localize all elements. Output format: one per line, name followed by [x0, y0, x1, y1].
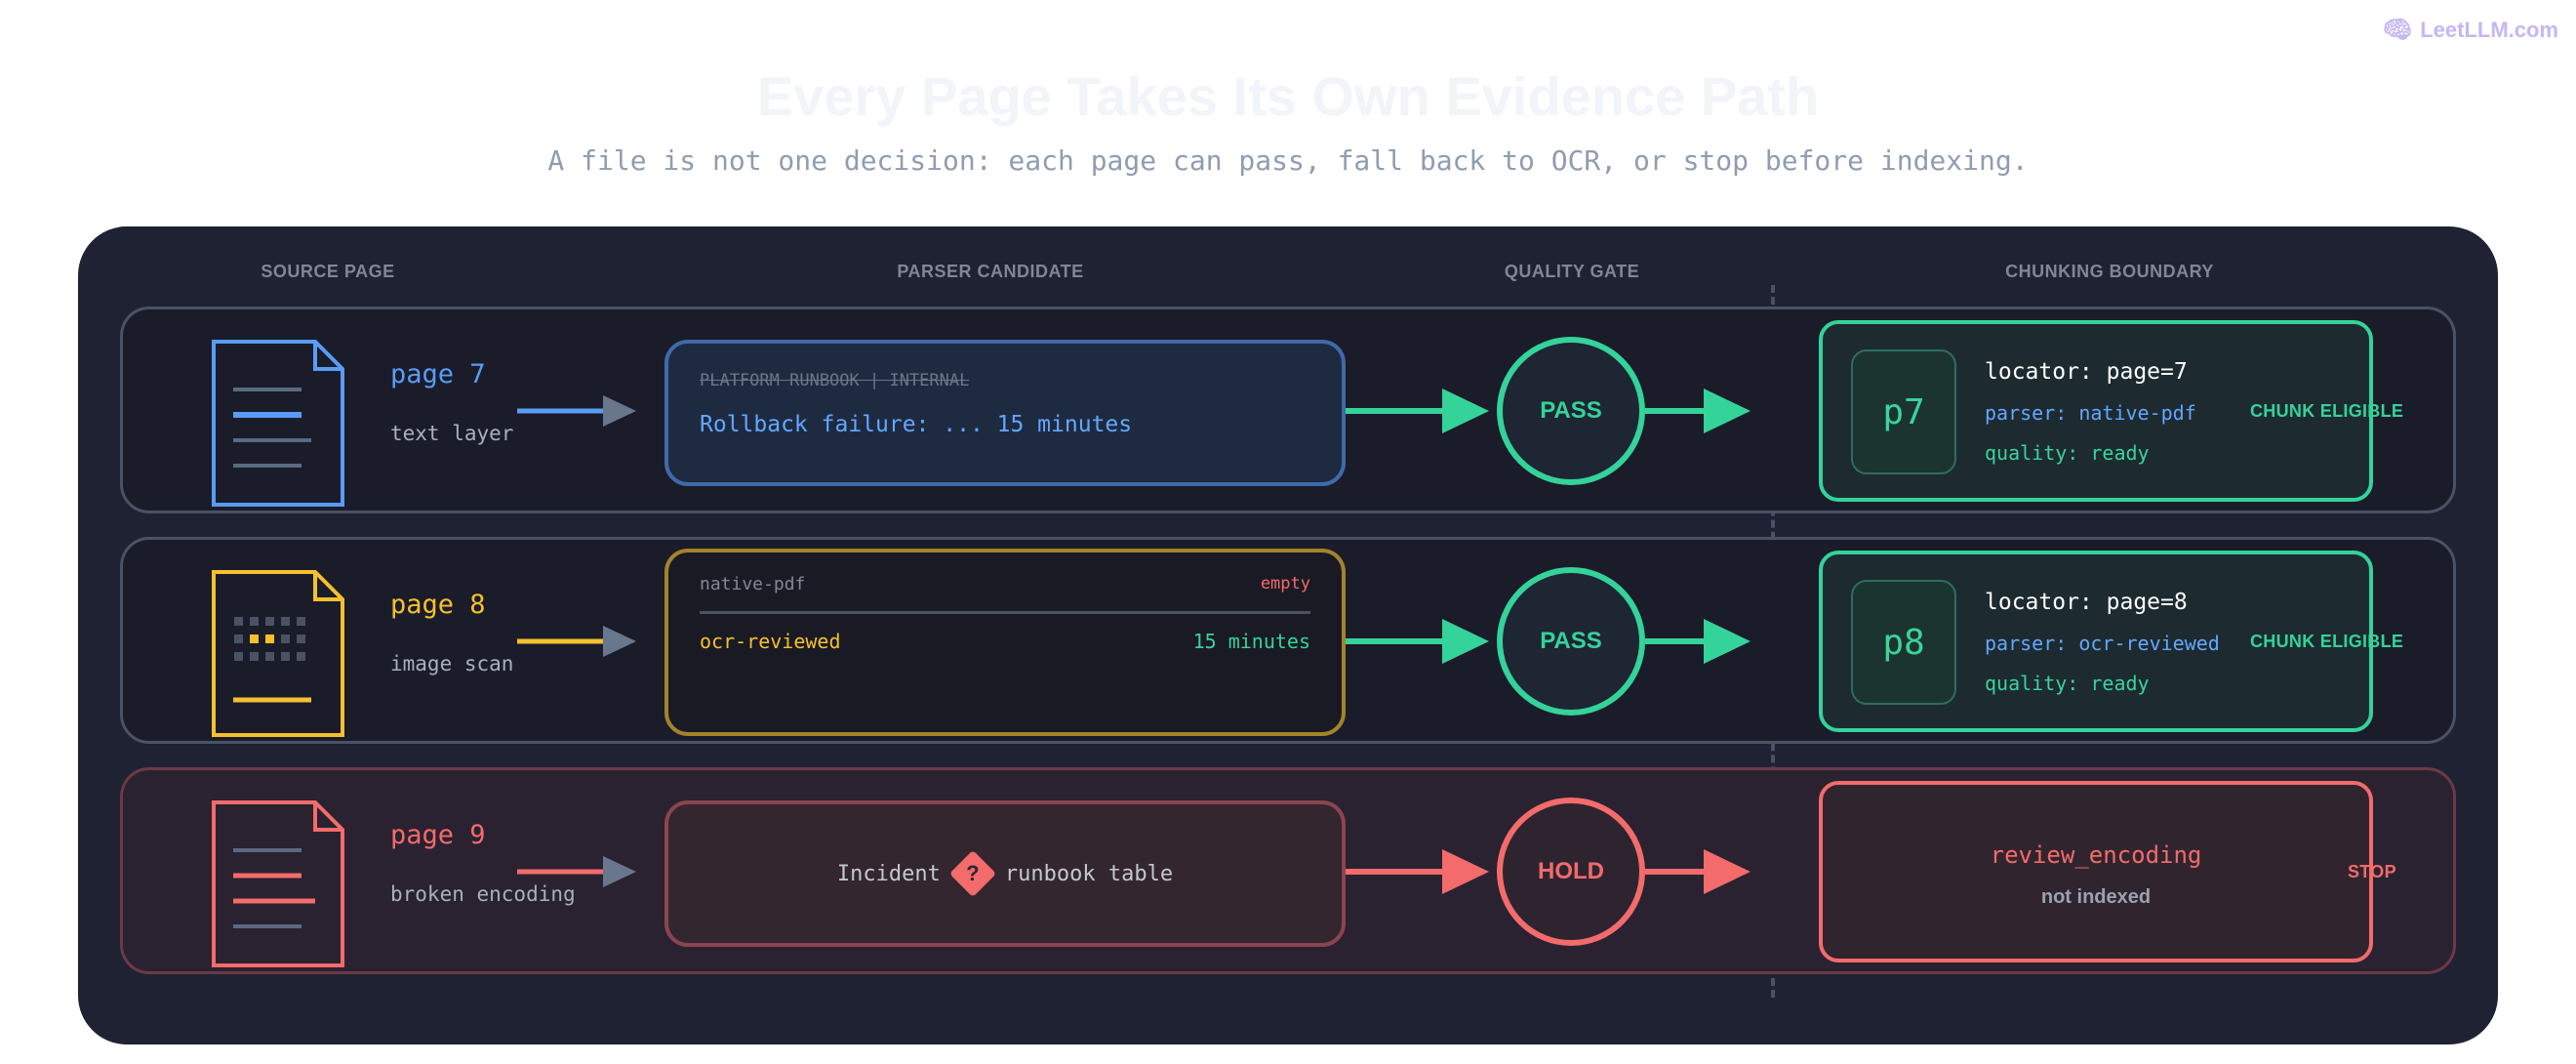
review-encoding-label: review_encoding [1990, 841, 2202, 869]
chunk-parser: parser: ocr-reviewed [1985, 632, 2220, 655]
page-layer: text layer [390, 422, 514, 445]
chunk-quality: quality: ready [1985, 672, 2150, 695]
parser-candidate-card: Incident ? runbook table [664, 800, 1346, 947]
chunk-quality: quality: ready [1985, 441, 2150, 465]
parser-candidate-card: PLATFORM RUNBOOK | INTERNAL Rollback fai… [664, 340, 1346, 486]
gate-arrow [1346, 389, 1489, 433]
not-indexed-label: not indexed [2040, 886, 2152, 908]
chunk-parser: parser: native-pdf [1985, 401, 2196, 425]
chunk-card-stopped: review_encoding not indexed [1819, 781, 2373, 962]
source-arrow [517, 395, 636, 427]
verdict-stop: STOP [2348, 862, 2396, 881]
chunk-locator: locator: page=7 [1985, 359, 2188, 385]
brain-icon: 🧠︎ [2382, 17, 2413, 43]
page-subtitle: A file is not one decision: each page ca… [547, 144, 2029, 177]
chunk-arrow [1645, 389, 1751, 433]
candidate-text-left: Incident [836, 861, 941, 886]
page-layer: image scan [390, 652, 514, 675]
column-header-source: SOURCE PAGE [261, 262, 395, 281]
verdict-chunk-eligible: CHUNK ELIGIBLE [2250, 632, 2404, 651]
document-icon [212, 340, 344, 507]
chunk-arrow [1645, 849, 1751, 894]
native-parser-status: empty [1260, 574, 1310, 593]
source-arrow [517, 626, 636, 657]
candidate-text-row: Incident ? runbook table [668, 804, 1342, 943]
chunk-locator: locator: page=8 [1985, 590, 2188, 615]
replacement-glyph: ? [966, 860, 980, 885]
verdict-chunk-eligible: CHUNK ELIGIBLE [2250, 401, 2404, 421]
replacement-character-icon: ? [948, 849, 996, 898]
quality-gate-pass: PASS [1497, 567, 1645, 716]
column-header-chunk: CHUNKING BOUNDARY [2005, 262, 2214, 281]
broken-document-icon [212, 800, 344, 967]
chunk-arrow [1645, 619, 1751, 664]
page-badge: p7 [1851, 349, 1956, 474]
source-arrow [517, 856, 636, 887]
brand-name: LeetLLM.com [2420, 17, 2558, 42]
page-label: page 8 [390, 590, 486, 620]
candidate-text-right: runbook table [1004, 861, 1174, 886]
candidate-divider [700, 611, 1310, 614]
ocr-parser-label: ocr-reviewed [700, 630, 841, 653]
parser-candidate-card: native-pdf empty ocr-reviewed 15 minutes [664, 549, 1346, 736]
column-header-parser: PARSER CANDIDATE [897, 262, 1084, 281]
page-label: page 9 [390, 820, 486, 850]
page-title: Every Page Takes Its Own Evidence Path [756, 65, 1820, 127]
page-label: page 7 [390, 359, 486, 389]
ocr-parser-text: 15 minutes [1192, 630, 1310, 653]
candidate-text: Rollback failure: ... 15 minutes [700, 412, 1133, 437]
scanned-image-icon [212, 570, 344, 737]
page-badge: p8 [1851, 580, 1956, 705]
candidate-header: PLATFORM RUNBOOK | INTERNAL [700, 371, 970, 390]
native-parser-label: native-pdf [700, 574, 806, 594]
column-header-gate: QUALITY GATE [1504, 262, 1640, 281]
page-layer: broken encoding [390, 882, 576, 906]
gate-arrow [1346, 619, 1489, 664]
quality-gate-hold: HOLD [1497, 798, 1645, 946]
gate-arrow [1346, 849, 1489, 894]
quality-gate-pass: PASS [1497, 337, 1645, 485]
brand[interactable]: 🧠︎ LeetLLM.com [2383, 16, 2558, 44]
